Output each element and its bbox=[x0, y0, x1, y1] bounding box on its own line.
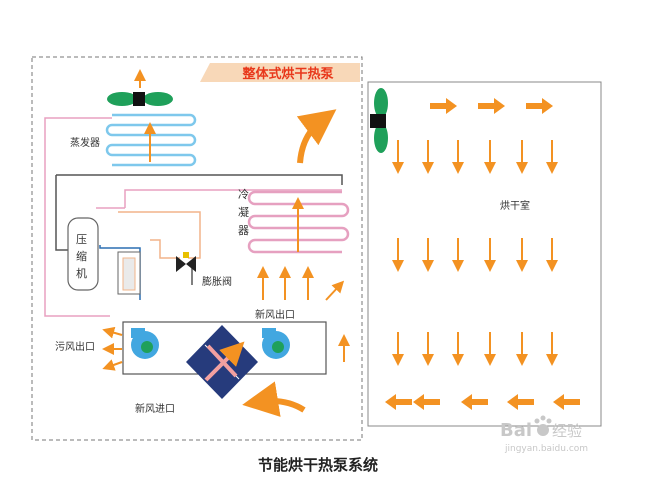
drying-room bbox=[367, 81, 602, 427]
arrow-icon bbox=[553, 394, 580, 410]
exhaust-outlet-arrows bbox=[102, 326, 123, 371]
condenser-label-1: 冷 bbox=[238, 188, 249, 201]
condenser-label-2: 凝 bbox=[238, 205, 249, 219]
diagram-caption: 节能烘干热泵系统 bbox=[258, 456, 378, 474]
blower-fan-icon bbox=[131, 328, 159, 359]
compressor-label-1: 压 bbox=[76, 233, 87, 246]
fan-icon bbox=[107, 92, 173, 106]
arrow-icon bbox=[413, 394, 440, 410]
baidu-watermark: Bai 经验 jingyan.baidu.com bbox=[500, 415, 588, 454]
condenser-inlet-arrows bbox=[257, 266, 350, 362]
compressor-label-2: 缩 bbox=[76, 250, 87, 263]
arrow-icon bbox=[478, 98, 505, 114]
return-air-curved-arrow bbox=[296, 109, 337, 164]
fan-icon bbox=[370, 88, 388, 153]
arrow-icon bbox=[507, 394, 534, 410]
liquid-receiver bbox=[117, 251, 141, 295]
baidu-paw-icon bbox=[534, 415, 552, 436]
compressor-label-3: 机 bbox=[76, 266, 87, 280]
watermark-brand: Bai bbox=[500, 420, 532, 441]
fresh-air-out-label: 新风出口 bbox=[255, 308, 295, 321]
heat-pump-unit-boundary bbox=[31, 56, 363, 441]
inlet-curved-arrow bbox=[242, 381, 306, 417]
exhaust-out-label: 污风出口 bbox=[55, 340, 95, 353]
condenser-label-3: 器 bbox=[238, 224, 249, 237]
arrow-icon bbox=[385, 394, 412, 410]
title-banner: 整体式烘干热泵 bbox=[200, 63, 360, 82]
blower-fan-icon bbox=[262, 328, 290, 359]
title-banner-text: 整体式烘干热泵 bbox=[241, 66, 333, 82]
arrow-icon bbox=[430, 98, 457, 114]
drying-room-airflow bbox=[385, 98, 580, 410]
evaporator-label: 蒸发器 bbox=[70, 136, 100, 149]
compressor bbox=[67, 217, 99, 291]
arrow-icon bbox=[526, 98, 553, 114]
expansion-valve-icon bbox=[176, 252, 196, 272]
arrow-icon bbox=[461, 394, 488, 410]
heat-recovery-exchanger bbox=[186, 325, 258, 399]
drying-room-label: 烘干室 bbox=[500, 199, 530, 212]
fresh-air-in-label: 新风进口 bbox=[135, 402, 175, 415]
expansion-valve-label: 膨胀阀 bbox=[202, 275, 232, 288]
watermark-brand-cn: 经验 bbox=[552, 422, 582, 440]
watermark-url: jingyan.baidu.com bbox=[504, 444, 588, 454]
